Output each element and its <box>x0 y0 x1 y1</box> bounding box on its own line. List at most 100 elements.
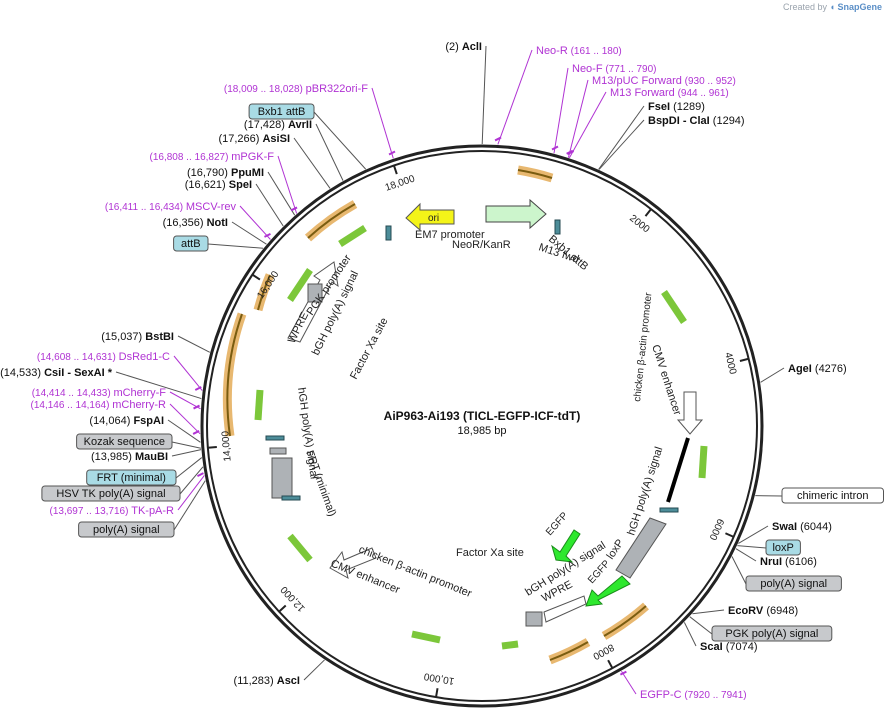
primer-name: Neo-R <box>536 45 568 57</box>
primer-arrow-icon <box>290 206 298 212</box>
frt-marker <box>281 495 301 501</box>
feature-box-label: Kozak sequence <box>84 436 165 448</box>
primer-name: M13/pUC Forward <box>592 75 682 87</box>
site-leader <box>315 123 344 181</box>
feature-box-label: attB <box>181 238 201 250</box>
outer-ring <box>200 144 764 708</box>
egfp-arrow <box>551 529 581 563</box>
site-name: EcoRV <box>728 605 764 617</box>
site-leader <box>738 525 769 544</box>
site-leader <box>115 371 202 400</box>
feature-orange-arc <box>222 312 247 437</box>
primer-name: mCherry-R <box>112 399 166 411</box>
box-leader <box>173 480 206 531</box>
site-leader <box>231 221 267 245</box>
site-label: (16,621) SpeI <box>185 179 252 191</box>
site-extra: - SexAI <box>64 367 104 379</box>
primer-leader <box>497 49 533 145</box>
site-coord: (6948) <box>763 605 798 617</box>
primer-coord: (930 .. 952) <box>682 76 736 87</box>
bxb1-marker <box>554 219 561 235</box>
site-coord: (1294) <box>710 115 745 127</box>
primer-leader <box>567 79 589 158</box>
tick-mark <box>644 208 652 217</box>
egfp-label: EGFP <box>544 510 571 538</box>
primer-arrow-icon <box>388 150 396 156</box>
primer-name: TK-pA-R <box>131 505 174 517</box>
site-label: (2) AclI <box>445 41 482 53</box>
site-coord: (1289) <box>670 101 705 113</box>
site-leader <box>171 449 202 457</box>
primer-arrow-icon <box>619 670 627 676</box>
primer-name: pBR322ori-F <box>306 83 369 95</box>
site-coord: (14,533) <box>0 367 44 379</box>
site-leader <box>683 622 697 647</box>
primer-label: Neo-F (771 .. 790) <box>572 63 656 75</box>
primer-coord: (14,414 .. 14,433) <box>32 388 114 399</box>
feature-arrow <box>603 605 647 637</box>
neo-kan-arrow <box>485 198 547 230</box>
site-extra: - ClaI <box>680 115 710 127</box>
feature-box <box>781 487 884 504</box>
primer-label: (13,697 .. 13,716) TK-pA-R <box>49 505 174 517</box>
primer-name: M13 Forward <box>610 87 675 99</box>
primer-label: M13 Forward (944 .. 961) <box>610 87 729 99</box>
feature-arrow <box>517 169 553 179</box>
feature-arrow <box>287 533 313 563</box>
feature-arrow <box>338 225 367 247</box>
primer-coord: (18,009 .. 18,028) <box>224 84 306 95</box>
feature-box <box>765 539 801 556</box>
tick-mark <box>607 659 614 669</box>
site-leader <box>481 45 487 145</box>
em7-promoter-label: EM7 promoter <box>415 229 485 241</box>
site-leader <box>760 367 785 383</box>
site-label: (13,985) MauBI <box>91 451 168 463</box>
feature-box-label: chimeric intron <box>797 490 869 502</box>
site-label: (15,037) BstBI <box>101 331 174 343</box>
site-coord: (15,037) <box>101 331 145 343</box>
site-leader <box>293 137 331 189</box>
site-label: NruI (6106) <box>760 556 817 568</box>
feature-box-label: HSV TK poly(A) signal <box>56 488 165 500</box>
primer-label: (14,608 .. 14,631) DsRed1-C <box>37 351 170 363</box>
site-coord: (16,356) <box>163 217 207 229</box>
white-arrow <box>543 595 587 623</box>
primer-leader <box>173 355 203 391</box>
primer-arrow-icon <box>193 404 200 410</box>
primer-arrow-icon <box>194 386 202 391</box>
white-arrow <box>676 391 704 435</box>
primer-name: MSCV-rev <box>186 201 237 213</box>
frt-marker <box>265 435 285 441</box>
tick-label: 4000 <box>722 351 738 376</box>
site-coord: (13,985) <box>91 451 135 463</box>
feature-arrow <box>307 203 356 239</box>
primer-leader <box>620 670 637 695</box>
primer-coord: (944 .. 961) <box>675 88 729 99</box>
site-name: FspAI <box>133 415 164 427</box>
snapgene-credit: Created by ◖ SnapGene <box>783 2 882 12</box>
site-coord: (2) <box>445 41 462 53</box>
plasmid-length: 18,985 bp <box>458 425 507 437</box>
site-coord: (7074) <box>723 641 758 653</box>
site-label: (17,428) AvrII <box>244 119 312 131</box>
primer-name: EGFP-C <box>640 689 682 701</box>
site-name: BstBI <box>145 331 174 343</box>
primer-leader <box>371 87 394 159</box>
site-name: ScaI <box>700 641 723 653</box>
site-name: AclI <box>462 41 482 53</box>
feature-grey-block <box>307 283 323 303</box>
cmv-enhancer-label: CMV enhancer <box>649 343 683 417</box>
primer-name: Neo-F <box>572 63 603 75</box>
primer-coord: (14,146 .. 14,164) <box>30 400 112 411</box>
tick-label: 18,000 <box>384 173 417 193</box>
site-label: FseI (1289) <box>648 101 705 113</box>
ori-arrow <box>405 202 455 232</box>
primer-leader <box>553 67 569 154</box>
primer-label: (16,808 .. 16,827) mPGK-F <box>149 151 274 163</box>
snapgene-logo-icon: ◖ <box>829 2 835 12</box>
primer-arrow-icon <box>192 430 200 435</box>
primer-label: (14,414 .. 14,433) mCherry-F <box>32 387 167 399</box>
tick-mark <box>739 357 749 362</box>
site-leader <box>598 119 645 170</box>
